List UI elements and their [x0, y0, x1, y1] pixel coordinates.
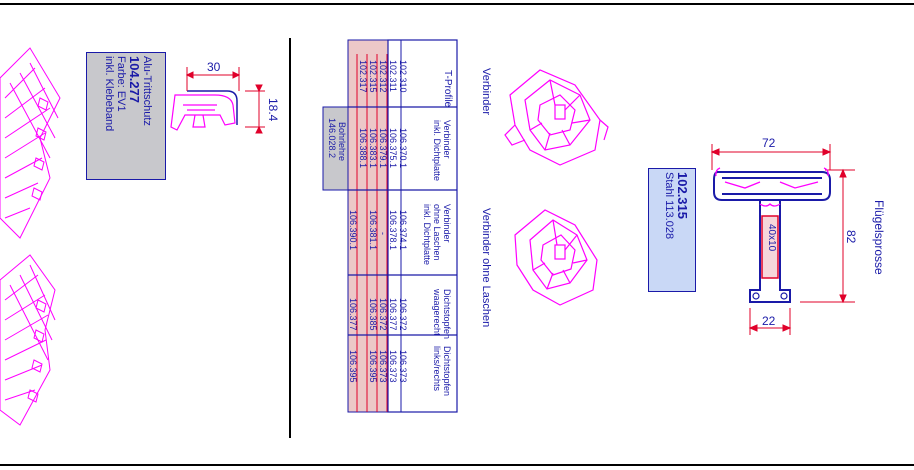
row4-verbinder: 106.388.1	[358, 128, 368, 169]
row0-dicht-links: 106.373	[398, 350, 408, 383]
verbinder-ohne-drawing	[514, 209, 598, 306]
fluegelsprosse-number: 102.315	[675, 172, 690, 219]
verbinder-ohne-label: Verbinder ohne Laschen	[480, 208, 492, 328]
row4-dicht-links: 106.395	[348, 350, 358, 383]
header-dicht-links-2: links/rechts	[432, 346, 442, 392]
row1-verbinder: 106.375.1	[388, 128, 398, 169]
trittschutz-section-drawing	[170, 67, 265, 134]
row0-dicht-waag: 106.372	[398, 298, 408, 331]
dim-steel-40x10: 40x10	[766, 224, 777, 252]
verbinder-drawing	[504, 69, 609, 166]
dim-height-18: 18.4	[266, 98, 280, 122]
header-verbinder-1: Verbinder	[442, 120, 452, 159]
trittschutz-color: Farbe: EV1	[115, 56, 127, 112]
header-dicht-links-1: Dichtstopfen	[442, 346, 452, 397]
row0-verbinder-ohne: 106.374.1	[398, 210, 408, 251]
trittschutz-number: 104.277	[127, 56, 142, 103]
dim-top-72: 72	[762, 136, 776, 150]
verbinder-label: Verbinder	[480, 68, 492, 116]
row4-dicht-waag: 106.377	[348, 298, 358, 331]
header-verbinder-2: inkl. Dichtplatte	[432, 120, 442, 182]
row0-profile: 102.310	[398, 60, 408, 93]
fluegelsprosse-steel: Stahl 113.028	[663, 172, 675, 240]
trittschutz-drawing-top	[0, 47, 61, 239]
trittschutz-info-box	[86, 52, 166, 180]
header-dicht-waag-2: waagerecht	[432, 289, 442, 336]
top-border	[0, 3, 914, 5]
row3-verbinder-ohne: 106.381.1	[368, 210, 378, 251]
fluegelsprosse-drawing	[710, 144, 855, 335]
row1-verbinder-ohne: 106.378.1	[388, 210, 398, 251]
header-verbinder-ohne-3: inkl. Dichtplatte	[422, 204, 432, 266]
header-verbinder-ohne-1: Verbinder	[442, 204, 452, 243]
row3-profile: 102.315	[368, 60, 378, 93]
row1-dicht-waag: 106.377	[388, 298, 398, 331]
header-verbinder-ohne-2: ohne Laschen	[432, 204, 442, 261]
trittschutz-drawing-bottom	[0, 254, 56, 426]
row0-verbinder: 106.370.1	[398, 128, 408, 169]
trittschutz-info-text: Alu-Trittschutz 104.277 Farbe: EV1 inkl.…	[103, 56, 153, 131]
dim-height-82: 82	[844, 230, 858, 244]
row4-profile: 102.317	[358, 60, 368, 93]
panel-divider	[289, 38, 291, 438]
trittschutz-note: inkl. Klebeband	[103, 56, 115, 132]
verbinder-table-grid	[322, 39, 458, 413]
fluegelsprosse-info-box	[648, 168, 696, 292]
fluegelsprosse-title: Flügelsprosse	[872, 200, 886, 275]
row1-dicht-links: 106.373	[388, 350, 398, 383]
row2-dicht-waag: 106.372	[378, 298, 388, 331]
bohrlehre-label: Bohrlehre	[337, 122, 347, 162]
row3-dicht-links: 106.395	[368, 350, 378, 383]
bottom-border	[0, 464, 914, 466]
header-tprofile: T-Profile	[442, 70, 453, 108]
row4-verbinder-ohne: 106.390.1	[348, 210, 358, 251]
header-dicht-waag-1: Dichtstopfen	[442, 289, 452, 340]
row3-dicht-waag: 106.385	[368, 298, 378, 331]
fluegelsprosse-info-text: 102.315 Stahl 113.028	[663, 172, 690, 240]
row2-profile: 102.312	[378, 60, 388, 93]
dim-bottom-22: 22	[762, 314, 776, 328]
dim-width-30: 30	[207, 60, 221, 74]
row2-verbinder: 106.379.1	[378, 128, 388, 169]
row1-profile: 102.311	[388, 60, 398, 92]
row2-verbinder-ohne: -	[378, 232, 388, 235]
row3-verbinder: 106.383.1	[368, 128, 378, 169]
bohrlehre-number: 146.028.2	[327, 118, 337, 159]
row2-dicht-links: 106.373	[378, 350, 388, 383]
trittschutz-name: Alu-Trittschutz	[141, 56, 153, 126]
